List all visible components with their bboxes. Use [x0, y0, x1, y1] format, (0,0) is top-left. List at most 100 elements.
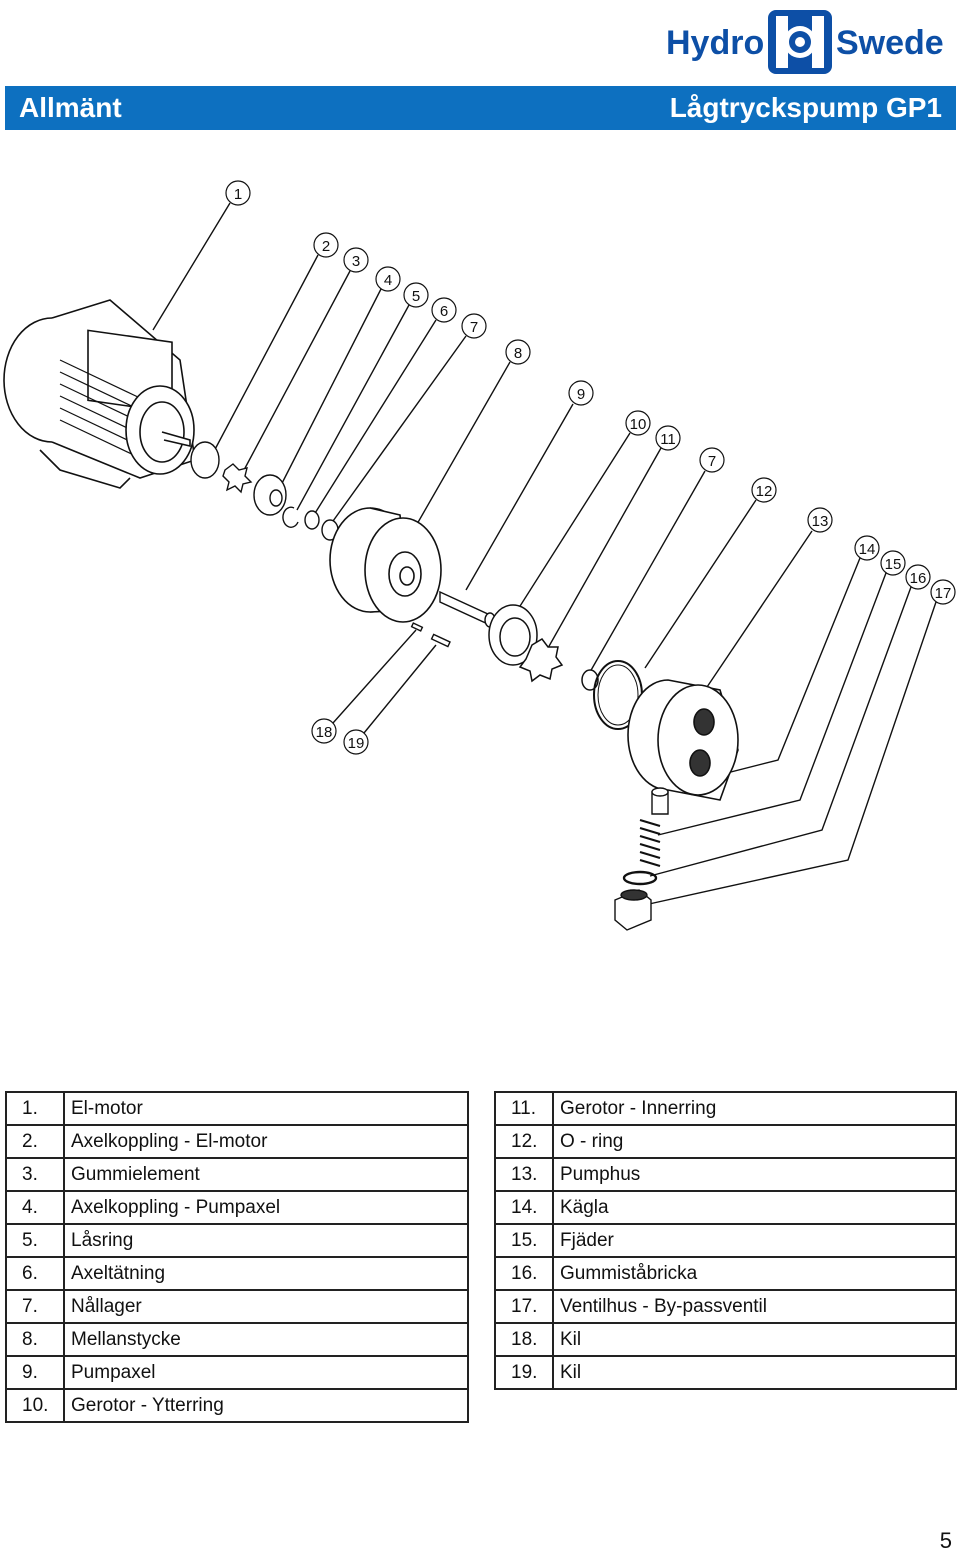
part-number: 18. — [494, 1322, 554, 1357]
svg-text:17: 17 — [935, 585, 952, 602]
exploded-view-diagram: 1 2 3 4 5 6 7 8 9 10 11 7 12 13 14 15 16… — [0, 150, 960, 950]
part-name: Kil — [552, 1322, 957, 1357]
callout-11: 11 — [655, 425, 681, 451]
part-name: Gerotor - Ytterring — [63, 1388, 469, 1423]
part-number: 9. — [5, 1355, 65, 1390]
table-row: 6.Axeltätning — [5, 1256, 469, 1291]
callout-16: 16 — [905, 564, 931, 590]
table-row: 5.Låsring — [5, 1223, 469, 1258]
table-row: 7.Nållager — [5, 1289, 469, 1324]
callout-1: 1 — [225, 180, 251, 206]
svg-text:14: 14 — [859, 541, 876, 558]
part-name: Mellanstycke — [63, 1322, 469, 1357]
svg-text:4: 4 — [384, 272, 392, 289]
svg-text:15: 15 — [885, 556, 902, 573]
gerotor-drawing — [488, 604, 599, 691]
callout-14: 14 — [854, 535, 880, 561]
svg-text:2: 2 — [322, 238, 330, 255]
part-number: 10. — [5, 1388, 65, 1423]
part-name: Axelkoppling - Pumpaxel — [63, 1190, 469, 1225]
callout-9: 9 — [568, 380, 594, 406]
svg-text:8: 8 — [514, 345, 522, 362]
part-name: El-motor — [63, 1091, 469, 1126]
part-number: 12. — [494, 1124, 554, 1159]
table-row: 1.El-motor — [5, 1091, 469, 1126]
svg-text:13: 13 — [812, 513, 829, 530]
callout-18: 18 — [311, 718, 337, 744]
product-title: Lågtryckspump GP1 — [669, 92, 942, 123]
table-row: 3.Gummielement — [5, 1157, 469, 1192]
part-name: Kil — [552, 1355, 957, 1390]
section-title: Allmänt — [19, 92, 122, 123]
svg-text:6: 6 — [440, 303, 448, 320]
part-number: 4. — [5, 1190, 65, 1225]
callout-4: 4 — [375, 266, 401, 292]
svg-text:1: 1 — [234, 186, 242, 203]
part-number: 7. — [5, 1289, 65, 1324]
part-number: 15. — [494, 1223, 554, 1258]
intermediate-piece-drawing — [329, 507, 442, 623]
svg-text:5: 5 — [412, 288, 420, 305]
table-row: 16.Gummiståbricka — [494, 1256, 957, 1291]
part-name: Gerotor - Innerring — [552, 1091, 957, 1126]
table-row: 13.Pumphus — [494, 1157, 957, 1192]
logo-word-hydro: Hydro — [666, 24, 764, 62]
callout-19: 19 — [343, 729, 369, 755]
header-banner: Allmänt Lågtryckspump GP1 — [5, 86, 956, 130]
table-row: 12.O - ring — [494, 1124, 957, 1159]
table-row: 4.Axelkoppling - Pumpaxel — [5, 1190, 469, 1225]
callout-5: 5 — [403, 282, 429, 308]
logo-emblem-icon — [768, 10, 832, 74]
part-name: Axelkoppling - El-motor — [63, 1124, 469, 1159]
parts-table-left: 1.El-motor 2.Axelkoppling - El-motor 3.G… — [5, 1091, 469, 1423]
svg-text:7: 7 — [708, 453, 716, 470]
leader-lines — [152, 202, 937, 907]
callout-10: 10 — [625, 410, 651, 436]
svg-text:18: 18 — [316, 724, 333, 741]
svg-text:7: 7 — [470, 319, 478, 336]
part-name: Kägla — [552, 1190, 957, 1225]
part-name: Axeltätning — [63, 1256, 469, 1291]
page-number: 5 — [939, 1528, 952, 1553]
callout-17: 17 — [930, 579, 956, 605]
callout-2: 2 — [313, 232, 339, 258]
part-name: Ventilhus - By-passventil — [552, 1289, 957, 1324]
bypass-valve-drawing — [614, 787, 669, 931]
svg-text:11: 11 — [660, 431, 676, 448]
table-row: 8.Mellanstycke — [5, 1322, 469, 1357]
parts-table-right: 11.Gerotor - Innerring 12.O - ring 13.Pu… — [494, 1091, 957, 1390]
table-row: 11.Gerotor - Innerring — [494, 1091, 957, 1126]
part-name: Nållager — [63, 1289, 469, 1324]
svg-text:10: 10 — [630, 416, 647, 433]
table-row: 15.Fjäder — [494, 1223, 957, 1258]
callout-12: 12 — [751, 477, 777, 503]
part-name: Gummiståbricka — [552, 1256, 957, 1291]
callout-6: 6 — [431, 297, 457, 323]
part-number: 11. — [494, 1091, 554, 1126]
part-number: 14. — [494, 1190, 554, 1225]
part-name: Låsring — [63, 1223, 469, 1258]
part-name: Pumpaxel — [63, 1355, 469, 1390]
table-row: 2.Axelkoppling - El-motor — [5, 1124, 469, 1159]
table-row: 19.Kil — [494, 1355, 957, 1390]
svg-text:3: 3 — [352, 253, 360, 270]
svg-text:19: 19 — [348, 735, 365, 752]
part-number: 1. — [5, 1091, 65, 1126]
callout-13: 13 — [807, 507, 833, 533]
table-row: 17.Ventilhus - By-passventil — [494, 1289, 957, 1324]
table-row: 14.Kägla — [494, 1190, 957, 1225]
table-row: 9.Pumpaxel — [5, 1355, 469, 1390]
part-name: Pumphus — [552, 1157, 957, 1192]
part-number: 6. — [5, 1256, 65, 1291]
svg-text:12: 12 — [756, 483, 773, 500]
part-name: O - ring — [552, 1124, 957, 1159]
svg-text:16: 16 — [910, 570, 927, 587]
part-number: 8. — [5, 1322, 65, 1357]
pump-housing-drawing — [627, 679, 739, 801]
part-number: 16. — [494, 1256, 554, 1291]
hydroswede-logo: Hydro Swede — [664, 4, 944, 78]
coupling-parts — [190, 441, 339, 541]
part-number: 13. — [494, 1157, 554, 1192]
callout-7a: 7 — [461, 313, 487, 339]
part-number: 17. — [494, 1289, 554, 1324]
